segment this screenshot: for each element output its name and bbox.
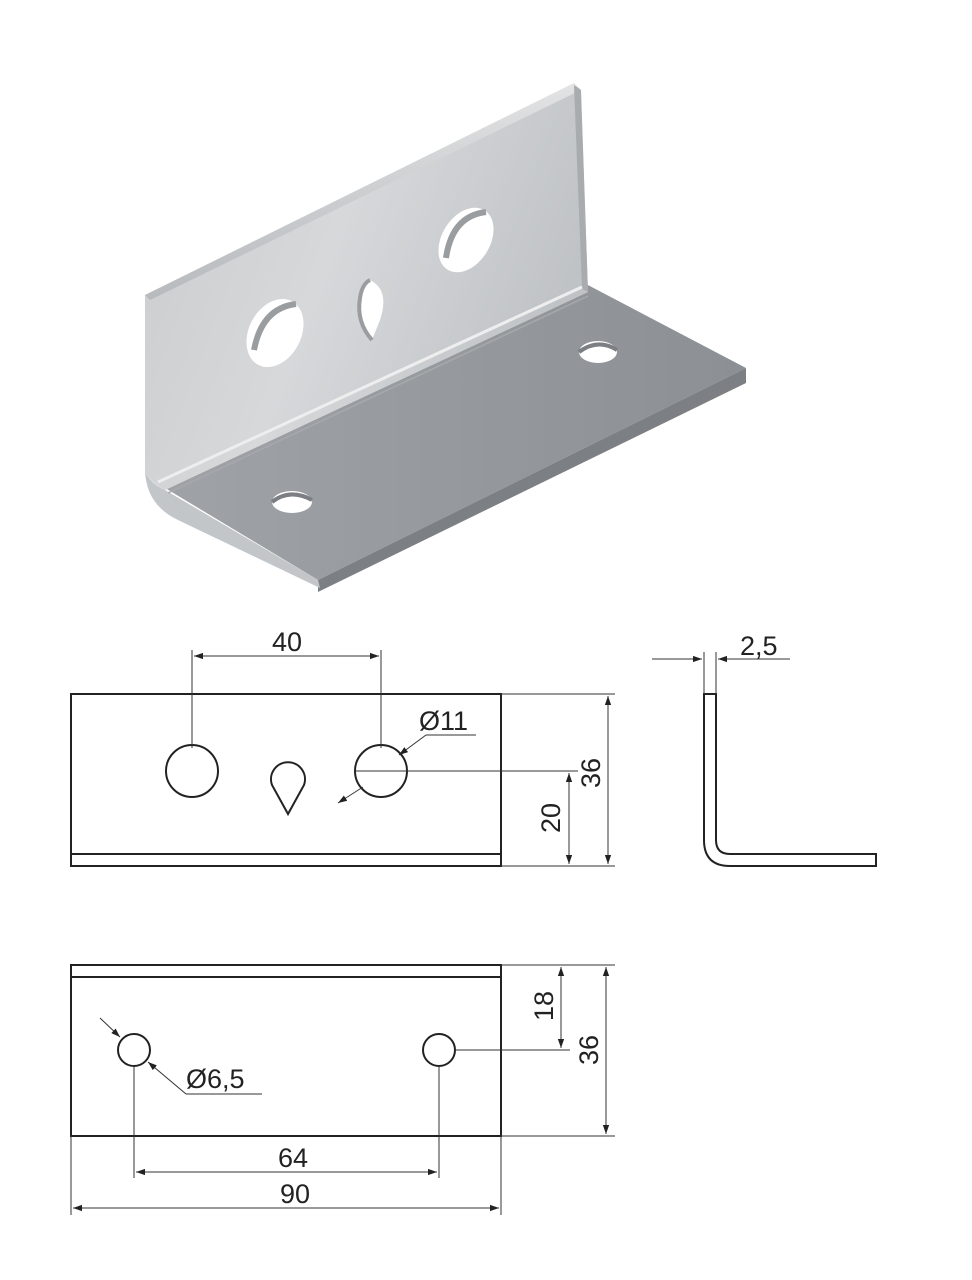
wall-hole-left xyxy=(246,298,304,368)
dimension-large-hole-diameter: Ø11 xyxy=(419,706,468,736)
bottom-hole-left xyxy=(117,1033,151,1067)
front-hole-left xyxy=(165,744,219,798)
dimension-front-height: 36 xyxy=(576,758,606,788)
base-hole-right xyxy=(577,341,619,363)
bracket-3d-render xyxy=(145,83,746,592)
base-hole-left xyxy=(270,491,313,513)
bracket-top-edge xyxy=(145,83,581,300)
dimension-overall-length: 90 xyxy=(280,1179,310,1209)
bottom-view: Ø6,5 18 36 64 90 xyxy=(70,964,615,1215)
dimension-bottom-hole-spacing: 64 xyxy=(278,1143,308,1173)
wall-hole-right xyxy=(438,207,494,273)
front-view: 40 Ø11 20 36 xyxy=(70,627,615,867)
dimension-bottom-hole-offset: 18 xyxy=(529,991,559,1021)
side-profile-view: 2,5 xyxy=(652,631,877,867)
dimension-bottom-depth: 36 xyxy=(574,1035,604,1065)
dimension-hole-spacing: 40 xyxy=(272,627,302,657)
dimension-thickness: 2,5 xyxy=(740,631,778,661)
side-profile-outline xyxy=(703,693,877,867)
bracket-base-edge xyxy=(318,368,746,592)
wall-hole-teardrop xyxy=(357,278,384,342)
front-hole-teardrop xyxy=(270,761,306,817)
bottom-hole-right xyxy=(422,1033,456,1067)
dimension-small-hole-diameter: Ø6,5 xyxy=(186,1064,245,1094)
dimension-hole-height: 20 xyxy=(536,803,566,833)
